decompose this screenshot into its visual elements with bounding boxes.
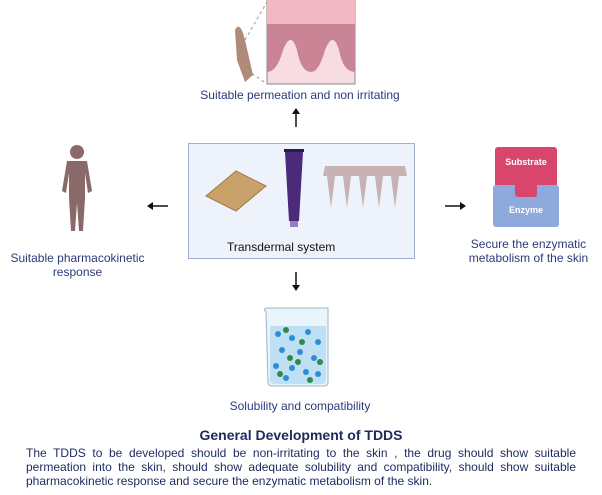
enzyme-text: Enzyme xyxy=(508,205,543,215)
center-label: Transdermal system xyxy=(227,240,336,254)
arrow-right-icon xyxy=(445,202,466,210)
right-label: Secure the enzymatic metabolism of the s… xyxy=(455,237,602,265)
bottom-label: Solubility and compatibility xyxy=(229,399,371,413)
footer-text: The TDDS to be developed should be non-i… xyxy=(26,446,576,488)
left-label-line2: response xyxy=(52,265,103,279)
arrow-left-icon xyxy=(147,202,168,210)
top-label: Suitable permeation and non irritating xyxy=(200,88,400,102)
microneedle-icon xyxy=(323,166,407,208)
left-label-line1: Suitable pharmacokinetic xyxy=(10,251,145,265)
substrate-block xyxy=(495,147,557,185)
beaker-icon xyxy=(263,307,329,387)
substrate-key xyxy=(515,183,537,197)
enzyme-substrate-icon: Substrate Enzyme xyxy=(493,147,559,227)
substrate-text: Substrate xyxy=(505,157,547,167)
patch-icon xyxy=(205,170,267,212)
human-body-icon xyxy=(62,145,92,231)
skin-cross-section-icon xyxy=(225,0,360,85)
right-label-line1: Secure the enzymatic xyxy=(470,237,587,251)
arrow-down-icon xyxy=(292,272,300,291)
footer-title: General Development of TDDS xyxy=(199,427,403,443)
transdermal-system-box: Transdermal system xyxy=(188,143,415,259)
right-label-line2: metabolism of the skin xyxy=(468,251,589,265)
left-label: Suitable pharmacokinetic response xyxy=(0,251,155,279)
arrow-up-icon xyxy=(292,108,300,127)
tube-icon xyxy=(284,149,304,227)
